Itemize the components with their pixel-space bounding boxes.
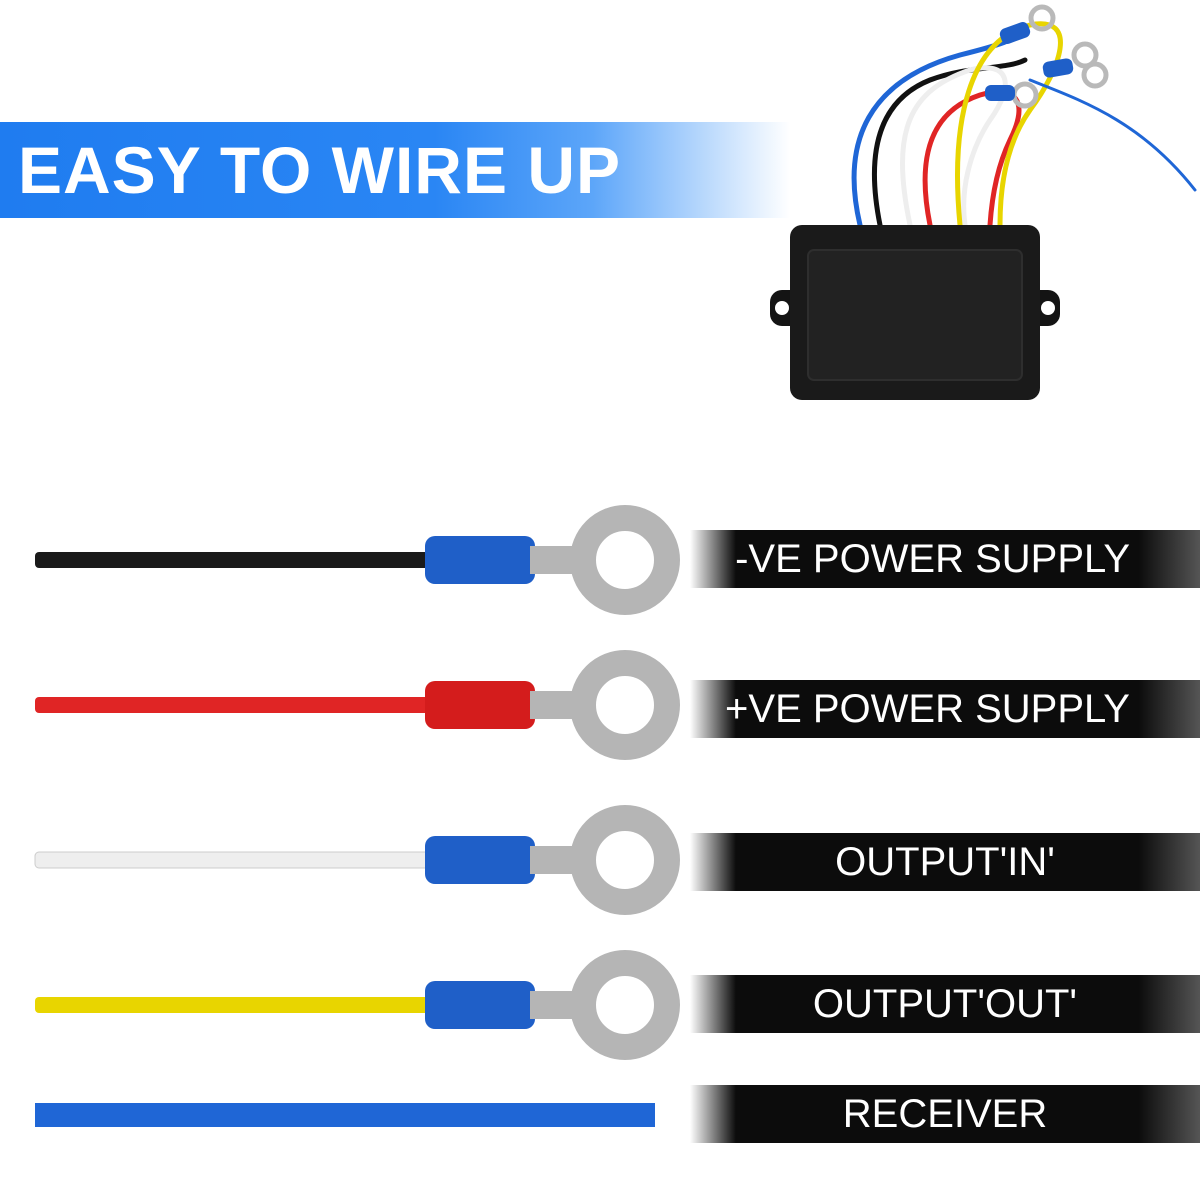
page-title: EASY TO WIRE UP	[18, 133, 622, 207]
terminal-sleeve	[425, 681, 535, 729]
wire-insulation	[35, 1103, 655, 1127]
wire-label-text: RECEIVER	[842, 1092, 1048, 1136]
wire-label-ve-negative: -VE POWER SUPPLY	[690, 530, 1200, 588]
wire-label-ve-positive: +VE POWER SUPPLY	[690, 680, 1200, 738]
module-wire-blue-tail	[1028, 78, 1197, 192]
receiver-module-image	[770, 4, 1197, 400]
wire-receiver	[35, 1103, 655, 1127]
wire-ve-positive	[35, 650, 680, 760]
terminal-neck	[530, 991, 590, 1019]
module-wire-yellow	[955, 21, 1063, 228]
terminal-sleeve	[425, 981, 535, 1029]
wire-insulation	[35, 997, 445, 1013]
wire-label-output-in: OUTPUT'IN'	[690, 833, 1200, 891]
terminal-neck	[530, 546, 590, 574]
terminal-neck	[530, 846, 590, 874]
terminal-neck	[530, 691, 590, 719]
module-terminals	[985, 4, 1109, 109]
terminal-sleeve	[425, 836, 535, 884]
ring-terminal	[570, 805, 680, 915]
wire-label-text: +VE POWER SUPPLY	[725, 687, 1130, 731]
ring-terminal	[570, 950, 680, 1060]
ring-terminal	[570, 505, 680, 615]
module-wire-black	[872, 57, 1028, 228]
wire-insulation	[35, 552, 445, 568]
wire-label-receiver: RECEIVER	[690, 1085, 1200, 1143]
wire-output-in	[34, 805, 680, 915]
wire-ve-negative	[35, 505, 680, 615]
wire-label-text: OUTPUT'IN'	[835, 840, 1055, 884]
terminal-sleeve	[425, 536, 535, 584]
wire-label-text: -VE POWER SUPPLY	[735, 537, 1130, 581]
ring-terminal	[570, 650, 680, 760]
wire-insulation	[34, 851, 446, 869]
wire-label-text: OUTPUT'OUT'	[812, 982, 1078, 1026]
wire-insulation	[35, 697, 445, 713]
title-banner: EASY TO WIRE UP	[0, 122, 790, 218]
wire-label-output-out: OUTPUT'OUT'	[690, 975, 1200, 1033]
module-wire-white	[900, 65, 1008, 228]
wire-output-out	[35, 950, 680, 1060]
